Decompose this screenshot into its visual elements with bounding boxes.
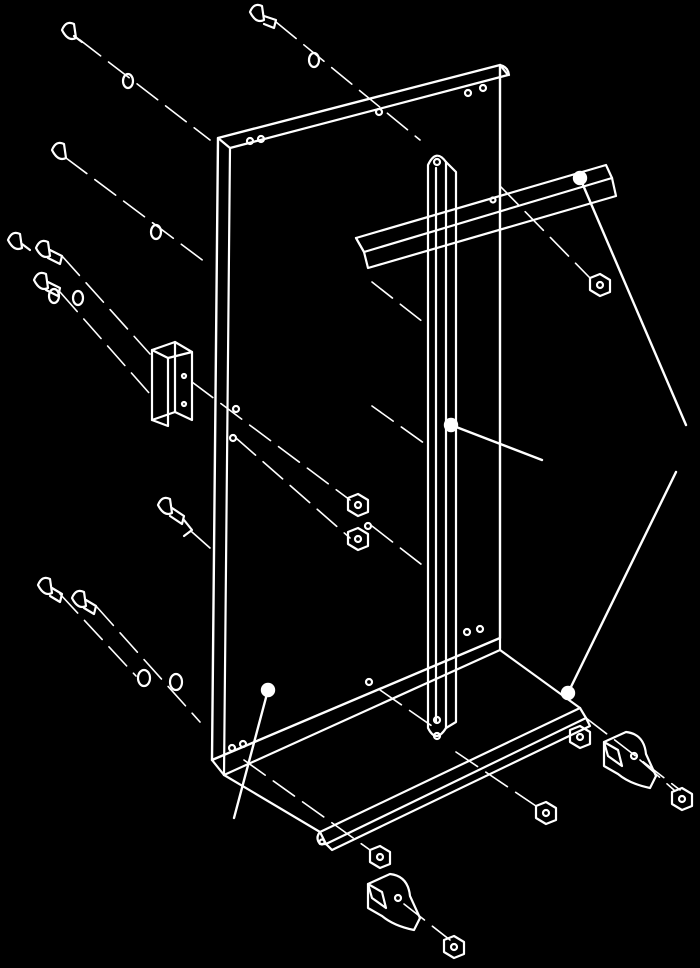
mounting-foot <box>602 730 658 790</box>
bolt <box>6 231 32 252</box>
callout-leader <box>232 682 276 820</box>
nut <box>442 934 466 960</box>
callout-leader <box>560 470 678 701</box>
side-clip-bracket <box>150 340 194 428</box>
bolt <box>70 589 98 616</box>
assembly-axis-lines <box>59 21 681 941</box>
washer <box>136 668 152 688</box>
bolt <box>32 271 62 298</box>
bolt <box>50 141 68 161</box>
mounting-foot <box>366 872 422 932</box>
bolt <box>156 496 194 538</box>
nut <box>588 272 612 298</box>
callout-leader <box>572 170 688 427</box>
nut <box>568 724 592 750</box>
nut <box>346 526 370 552</box>
vertical-channel <box>426 154 458 741</box>
back-panel <box>210 63 511 777</box>
nut <box>346 492 370 518</box>
callout-leader <box>443 417 544 462</box>
top-angle-bracket <box>354 163 618 270</box>
bolt <box>60 21 84 44</box>
bolt <box>36 576 64 604</box>
nut <box>368 844 392 870</box>
bolt <box>34 239 64 266</box>
nut <box>534 800 558 826</box>
washer <box>168 672 184 692</box>
nut <box>670 786 694 812</box>
washer <box>47 287 61 305</box>
washer <box>121 72 135 90</box>
washer <box>71 289 85 307</box>
bolt <box>248 3 278 30</box>
